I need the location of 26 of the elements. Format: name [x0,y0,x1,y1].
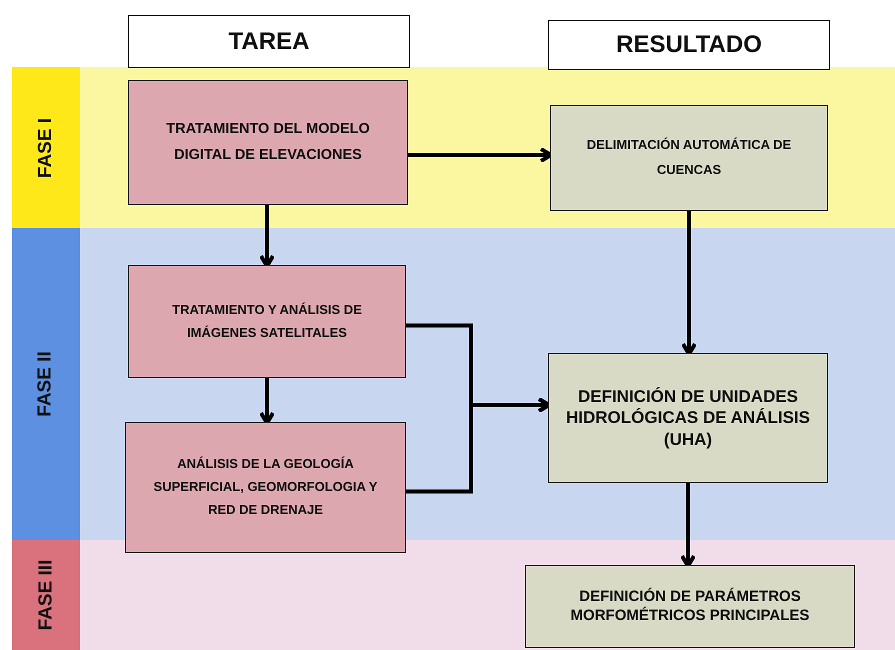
result-box [525,565,855,648]
box-text: ANÁLISIS DE LA GEOLOGÍA SUPERFICIAL, GEOMORFOLOGIA Y RED DE DRENAJE [152,455,378,519]
phase-label-band [12,228,80,540]
box-text: TRATAMIENTO DEL MODELO DIGITAL DE ELEVACIONES [165,120,371,164]
column-title: TAREA [228,28,310,56]
arrow [681,211,697,356]
box-text: DELIMITACIÓN AUTOMÁTICA DE CUENCAS [586,136,792,179]
phase-label: FASE II [35,351,57,417]
phase-label-band [12,540,80,650]
result-box [550,105,828,211]
phase-label-band [12,67,80,228]
arrow [680,483,696,568]
task-box [125,422,406,553]
box-text: DEFINICIÓN DE UNIDADES HIDROLÓGICAS DE ANÁLISIS (UHA) [565,386,811,450]
box-text: TRATAMIENTO Y ANÁLISIS DE IMÁGENES SATELITALES [171,300,363,342]
column-header-box [548,20,830,70]
arrow [259,205,275,268]
column-header-box [128,15,410,68]
phase-label: FASE I [35,117,57,178]
arrow [259,378,275,425]
phase-label: FASE III [35,560,57,630]
column-title: RESULTADO [616,31,762,59]
result-box [548,353,828,483]
task-box [128,80,408,205]
task-box [128,265,406,378]
box-text: DEFINICIÓN DE PARÁMETROS MORFOMÉTRICOS PRINCIPALES [570,588,810,626]
